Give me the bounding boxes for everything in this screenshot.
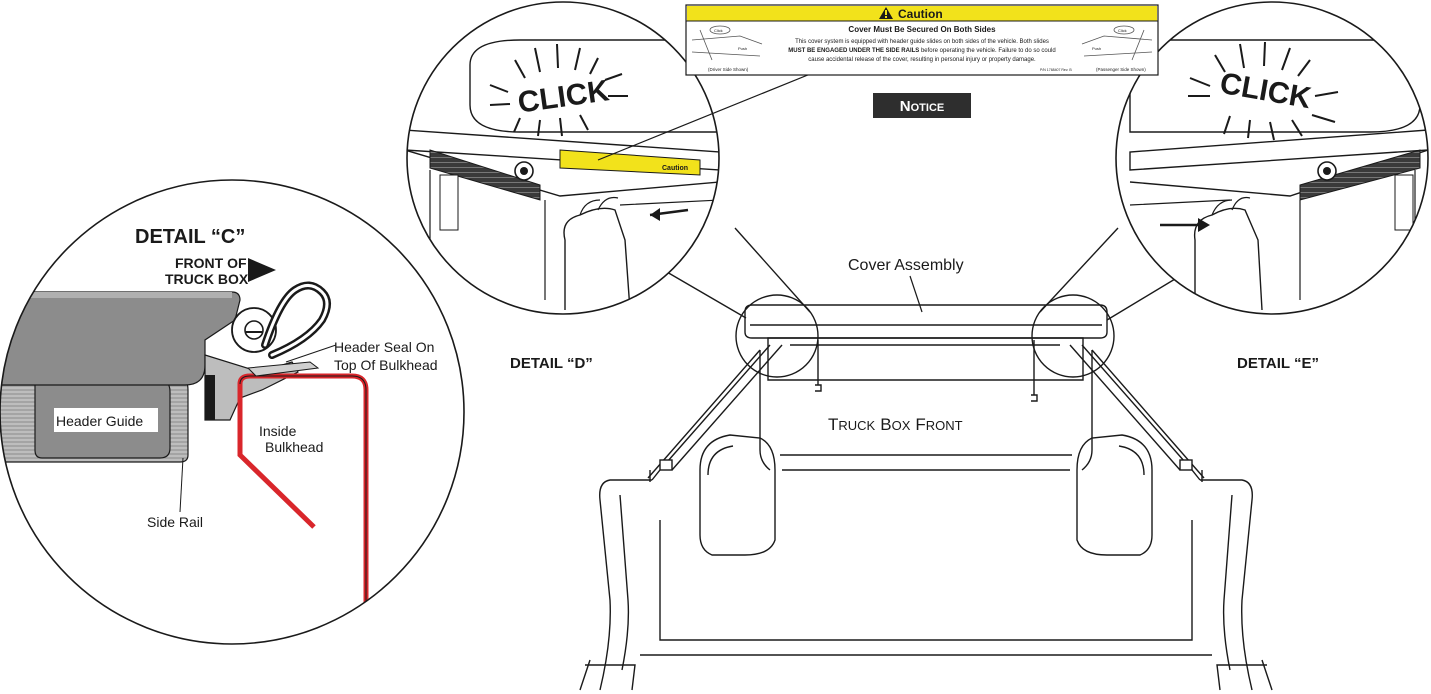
header-seal-label-line1: Header Seal On [334, 339, 434, 355]
header-seal-label-line2: Top Of Bulkhead [334, 357, 438, 373]
caution-right-caption: (Passenger Side Shown) [1096, 67, 1146, 72]
detail-d: Caution CLICK [406, 1, 720, 315]
detail-e-marker [1031, 294, 1115, 378]
caution-right-illustration [1081, 25, 1153, 61]
detail-e: CLICK [1115, 1, 1429, 315]
caution-left-illustration [691, 25, 763, 61]
front-direction-arrow-icon [248, 258, 276, 282]
side-rail-label: Side Rail [147, 514, 203, 530]
caution-left-click: Click [714, 28, 723, 33]
caution-line-1: This cover system is equipped with heade… [795, 39, 1049, 45]
caution-left-push: Push [738, 46, 747, 51]
caution-title: Caution [898, 7, 943, 21]
detail-d-leader-2 [734, 227, 811, 313]
warning-triangle-icon [879, 7, 893, 19]
caution-heading: Cover Must Be Secured On Both Sides [848, 25, 996, 34]
detail-e-click-burst [1188, 41, 1339, 141]
cover-assembly-leader [909, 275, 923, 313]
inside-bulkhead-line1: Inside [259, 423, 297, 439]
header-guide-label: Header Guide [56, 413, 143, 429]
notice-text: NOTICE [900, 98, 944, 115]
detail-d-sticker-text: Caution [662, 165, 688, 172]
detail-d-leader [659, 267, 747, 319]
caution-line-2: MUST BE ENGAGED UNDER THE SIDE RAILS bef… [788, 48, 1055, 54]
cover-assembly-label: Cover Assembly [848, 257, 964, 274]
side-rail-leader [179, 457, 184, 513]
caution-part-number: P/N 1768407 Rev. B [1040, 68, 1072, 72]
header-seal-leader [285, 344, 337, 363]
detail-c-title: DETAIL “C” [135, 226, 245, 248]
detail-d-marker [735, 294, 819, 378]
caution-right-click: Click [1118, 28, 1127, 33]
header-guide-label-bg [54, 408, 158, 432]
detail-c: DETAIL “C” FRONT OF TRUCK BOX Header Sea… [0, 179, 465, 645]
caution-left-caption: (Driver Side Shown) [708, 67, 749, 72]
caution-line-3: cause accidental release of the cover, r… [808, 57, 1036, 63]
detail-e-title: DETAIL “E” [1237, 355, 1319, 372]
notice-badge: NOTICE [873, 93, 971, 118]
detail-d-title: DETAIL “D” [510, 355, 593, 372]
inside-bulkhead-line2: Bulkhead [265, 439, 323, 455]
truck-bed-drawing [579, 304, 1273, 691]
front-of-label-line2: TRUCK BOX [165, 271, 249, 287]
front-of-label-line1: FRONT OF [175, 255, 247, 271]
sticker-leader-line [597, 65, 831, 161]
caution-right-push: Push [1092, 46, 1101, 51]
detail-e-leader [1039, 227, 1119, 313]
caution-label: Caution Cover Must Be Secured On Both Si… [685, 4, 1159, 76]
detail-d-click-burst [489, 43, 628, 137]
